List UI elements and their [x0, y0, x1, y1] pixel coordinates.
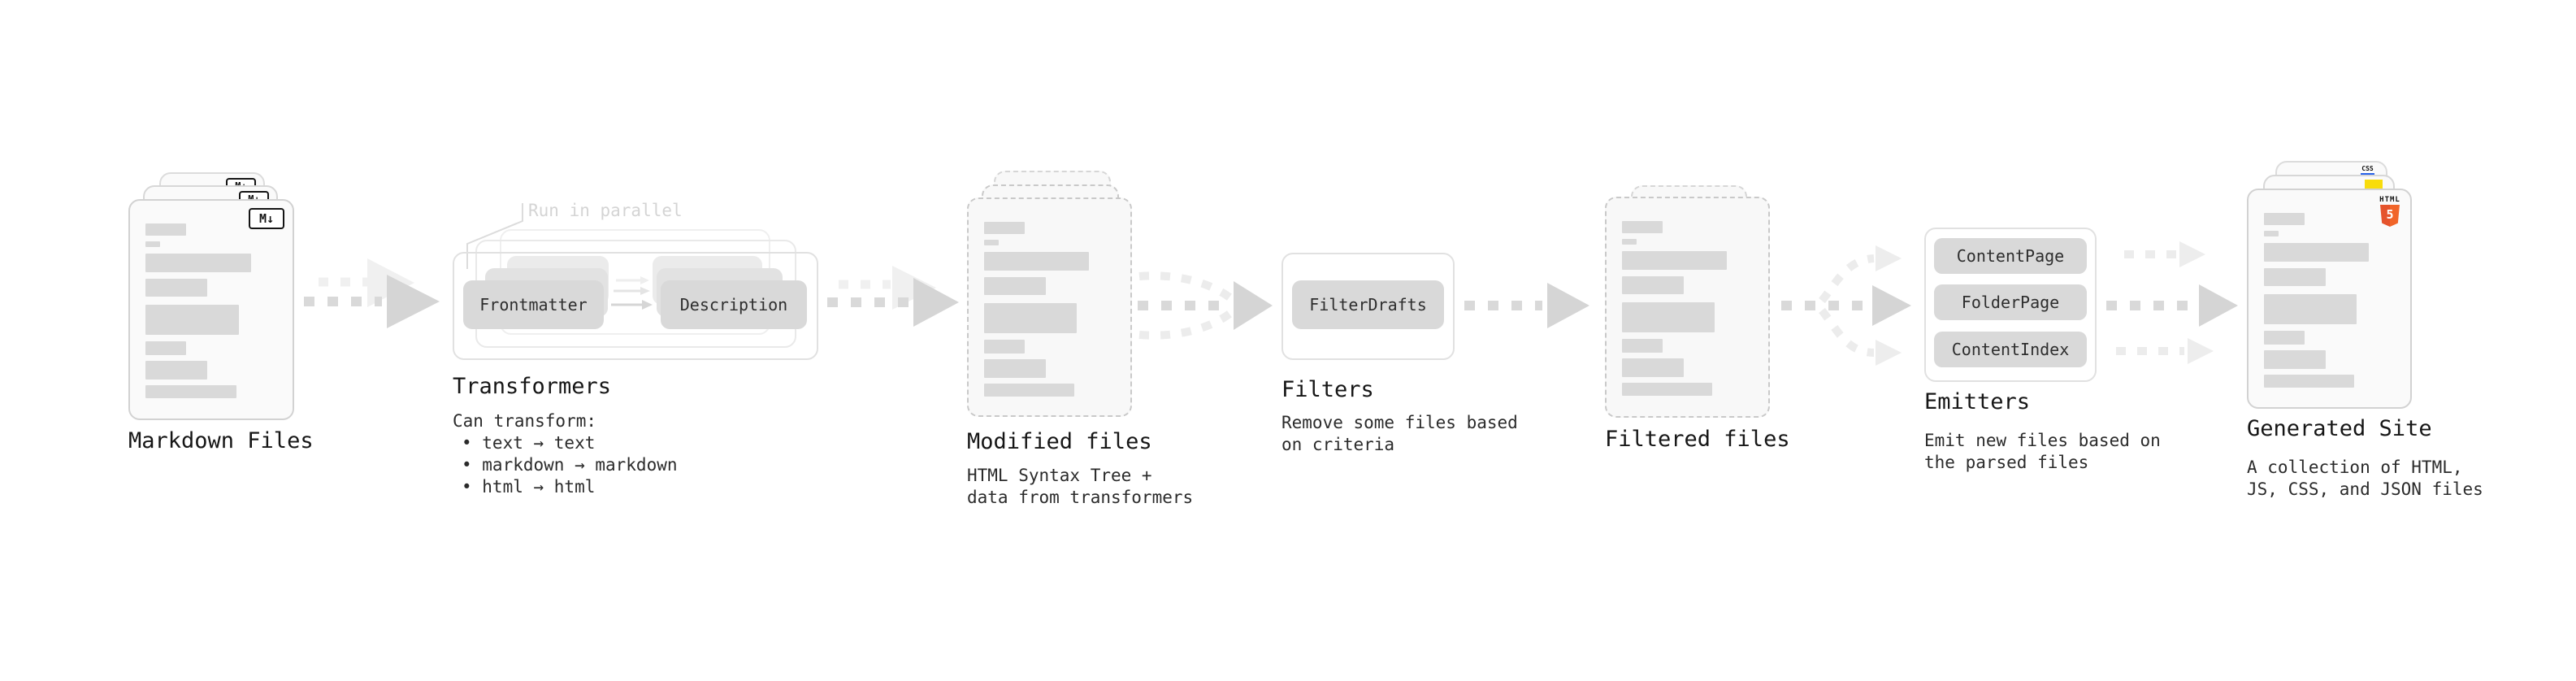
skeleton-bar: [984, 359, 1046, 378]
stage-modified-files: [967, 171, 1132, 419]
skeleton-bar: [1622, 251, 1727, 270]
desc-line: Can transform:: [453, 411, 597, 431]
arrow-filtered-to-emitters: [1781, 245, 1911, 366]
skeleton-bar: [2264, 294, 2357, 324]
stage-desc-transformers: Can transform: • text → text • markdown …: [453, 410, 678, 498]
arrow-markdown-to-transformers: [304, 258, 440, 328]
run-in-parallel-annotation: Run in parallel: [528, 201, 683, 220]
arrow-modified-to-filters: [1138, 271, 1273, 340]
skeleton-bar: [2264, 375, 2355, 388]
skeleton-bar: [984, 384, 1075, 397]
skeleton-bar: [145, 241, 160, 247]
stage-label-markdown-files: Markdown Files: [128, 428, 314, 453]
stage-label-transformers: Transformers: [453, 374, 612, 399]
skeleton-bar: [1622, 383, 1713, 396]
description-box: Description: [661, 280, 807, 329]
desc-line: HTML Syntax Tree +: [967, 466, 1152, 485]
frontmatter-box: Frontmatter: [463, 280, 604, 329]
skeleton-text: [145, 223, 277, 398]
desc-line: A collection of HTML,: [2247, 458, 2463, 477]
run-in-parallel-callout-line: [466, 203, 523, 269]
skeleton-bar: [1622, 276, 1684, 294]
skeleton-bar: [2264, 268, 2326, 286]
skeleton-bar: [2264, 213, 2305, 225]
markdown-icon: M↓: [249, 208, 284, 229]
skeleton-text: [2264, 213, 2395, 388]
desc-line: data from transformers: [967, 488, 1194, 507]
skeleton-bar: [145, 305, 240, 335]
stage-label-emitters: Emitters: [1924, 389, 2031, 414]
skeleton-text: [1622, 221, 1753, 396]
markdown-file-card: M↓: [128, 199, 294, 420]
stage-markdown-files: M↓ M↓ M↓: [128, 172, 294, 420]
desc-line: on criteria: [1281, 435, 1395, 454]
skeleton-bar: [145, 279, 208, 297]
filtered-file-card: [1605, 197, 1770, 418]
desc-bullet: • markdown → markdown: [462, 455, 678, 475]
stage-label-filters: Filters: [1281, 377, 1374, 402]
stage-generated-site: CSS HTML 5: [2247, 161, 2412, 409]
skeleton-bar: [2264, 231, 2279, 236]
skeleton-bar: [2264, 243, 2369, 262]
skeleton-bar: [145, 361, 208, 380]
skeleton-bar: [145, 341, 187, 355]
stage-desc-emitters: Emit new files based on the parsed files: [1924, 430, 2161, 474]
stage-filtered-files: [1605, 185, 1770, 421]
folderpage-box: FolderPage: [1934, 284, 2087, 320]
skeleton-bar: [1622, 239, 1637, 245]
skeleton-bar: [984, 240, 999, 245]
skeleton-bar: [984, 252, 1089, 271]
skeleton-bar: [984, 222, 1025, 234]
skeleton-bar: [145, 223, 187, 236]
skeleton-bar: [984, 277, 1046, 295]
stage-desc-filters: Remove some files based on criteria: [1281, 412, 1518, 456]
stage-label-generated-site: Generated Site: [2247, 416, 2432, 441]
stage-desc-modified-files: HTML Syntax Tree + data from transformer…: [967, 465, 1193, 509]
arrow-transformers-to-modified: [827, 266, 959, 327]
html5-icon: HTML 5: [2379, 196, 2400, 227]
stage-desc-generated-site: A collection of HTML, JS, CSS, and JSON …: [2247, 457, 2483, 501]
skeleton-bar: [1622, 358, 1684, 377]
desc-line: the parsed files: [1924, 453, 2089, 472]
javascript-icon: [2365, 180, 2383, 189]
generated-file-card: HTML 5: [2247, 189, 2412, 409]
skeleton-bar: [984, 340, 1025, 354]
skeleton-bar: [145, 254, 251, 272]
skeleton-bar: [984, 303, 1078, 333]
desc-bullet: • text → text: [462, 433, 596, 453]
arrows-frontmatter-to-description: [611, 276, 653, 310]
desc-bullet: • html → html: [462, 477, 596, 497]
filterdrafts-box: FilterDrafts: [1292, 280, 1444, 329]
contentpage-box: ContentPage: [1934, 238, 2087, 274]
arrows-emitters-to-generated: [2106, 241, 2238, 364]
skeleton-bar: [2264, 331, 2305, 345]
stage-label-modified-files: Modified files: [967, 429, 1152, 454]
transformer-frame: [453, 252, 818, 360]
arrow-filters-to-filtered: [1464, 283, 1589, 328]
desc-line: Remove some files based: [1281, 413, 1518, 432]
skeleton-bar: [1622, 221, 1663, 233]
skeleton-bar: [145, 385, 236, 398]
desc-line: JS, CSS, and JSON files: [2247, 479, 2483, 499]
skeleton-bar: [1622, 339, 1663, 353]
skeleton-text: [984, 222, 1115, 397]
skeleton-bar: [2264, 350, 2326, 369]
modified-file-card: [967, 197, 1132, 417]
stage-label-filtered-files: Filtered files: [1605, 427, 1790, 452]
contentindex-box: ContentIndex: [1934, 332, 2087, 367]
desc-line: Emit new files based on: [1924, 431, 2161, 450]
skeleton-bar: [1622, 302, 1715, 332]
